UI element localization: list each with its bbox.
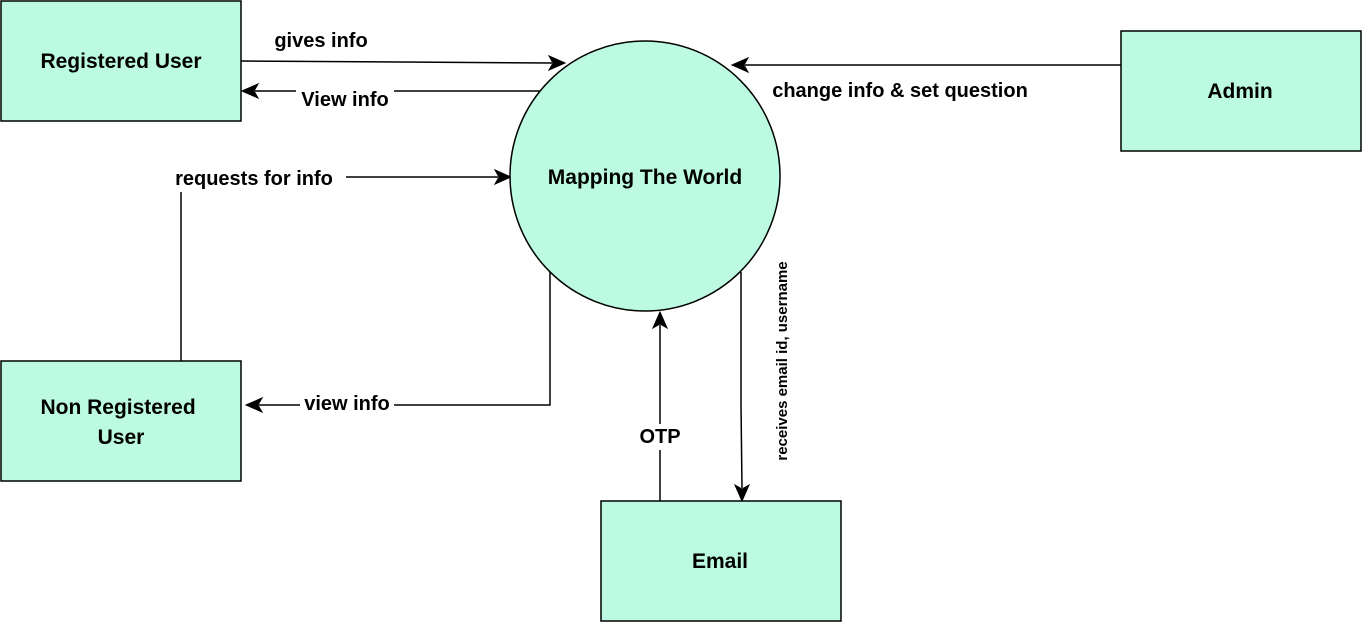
node-email [600, 500, 842, 622]
node-registered-user-label: Registered User [40, 50, 201, 73]
node-admin-label: Admin [1207, 80, 1272, 103]
edge-label-otp: OTP [639, 426, 680, 448]
edge-label-receives-email: receives email id, username [774, 261, 791, 460]
process-mapping-the-world-label: Mapping The World [548, 166, 742, 189]
node-non-registered-user-label: Non Registered User [40, 396, 201, 449]
edge-receives-email [733, 272, 751, 503]
node-non-registered-user [0, 360, 242, 482]
node-email-label: Email [692, 550, 748, 573]
edge-requests-for-info [180, 168, 513, 361]
edge-label-change-info: change info & set question [772, 80, 1028, 102]
edge-label-requests-for-info-bg [164, 164, 346, 192]
edge-label-view-info-non-registered-bg [300, 392, 394, 416]
edge-gives-info [240, 54, 567, 72]
node-non-registered-user-label-line1: Non Registered [40, 396, 195, 419]
edge-label-gives-info: gives info [274, 30, 367, 52]
process-mapping-the-world [509, 40, 781, 312]
edge-change-info [730, 56, 1121, 74]
edge-otp [651, 310, 669, 501]
node-admin [1120, 30, 1362, 152]
node-registered-user [0, 0, 242, 122]
edge-label-otp-bg [634, 424, 686, 450]
edge-label-requests-for-info: requests for info [175, 168, 333, 190]
edge-view-info-non-registered [244, 272, 551, 414]
node-non-registered-user-label-line2: User [98, 426, 145, 449]
edge-label-view-info-registered-bg [296, 84, 394, 108]
edge-label-view-info-registered: View info [301, 89, 388, 111]
edge-label-view-info-non-registered: view info [304, 393, 390, 415]
